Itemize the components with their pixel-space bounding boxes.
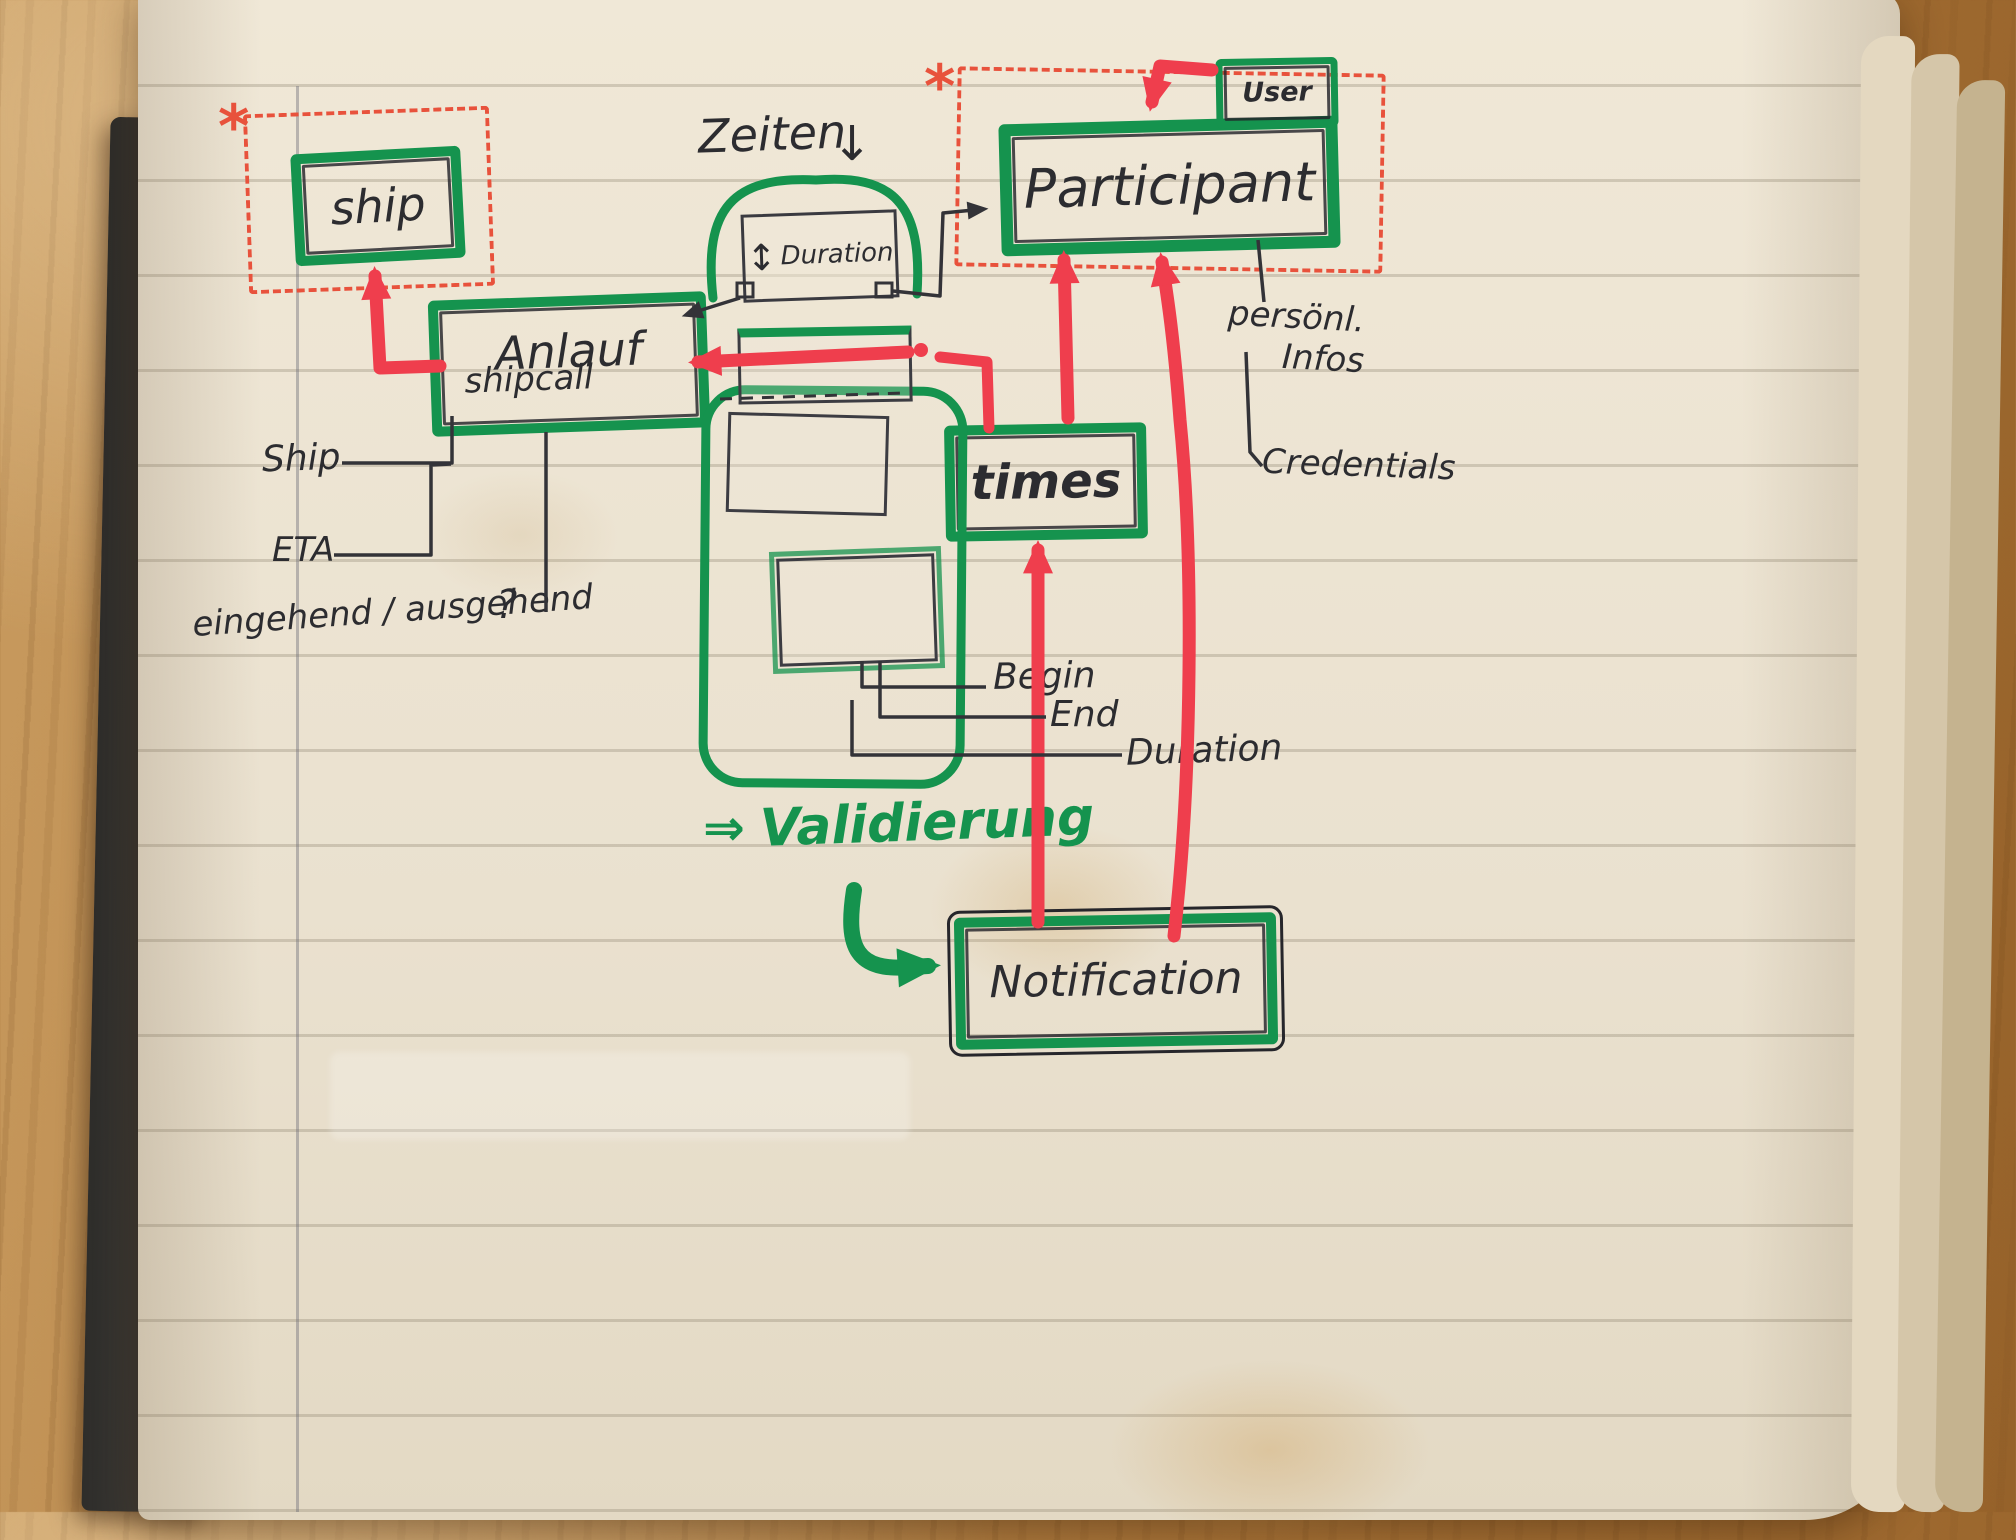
- paper-stain: [420, 470, 620, 600]
- entity-sublabel-shipcall: shipcall: [463, 357, 594, 402]
- entity-label-ship: ship: [329, 176, 427, 236]
- question-mark: ?: [496, 582, 518, 628]
- attribute-label-infos: Infos: [1281, 336, 1366, 382]
- implies-arrow-icon: ⇒: [703, 799, 745, 857]
- attribute-box-duration: ↕ Duration: [740, 209, 900, 303]
- attribute-label-duration-2: Duration: [1125, 727, 1284, 774]
- entity-label-user: User: [1241, 76, 1313, 109]
- asterisk-mark: *: [218, 92, 250, 162]
- attribute-label-end: End: [1050, 694, 1119, 735]
- entity-box-user: User: [1215, 56, 1339, 130]
- coffee-stain: [1110, 1360, 1430, 1540]
- page-margin-line: [296, 86, 299, 1512]
- updown-arrow-icon: ↕: [745, 237, 778, 280]
- entity-label-anlauf: Anlauf: [494, 321, 643, 381]
- attribute-label-begin: Begin: [992, 655, 1096, 698]
- entity-box-times: times: [944, 422, 1148, 542]
- sketch-box-1: [737, 325, 913, 405]
- entity-box-ship: ship: [290, 145, 466, 267]
- asterisk-mark: *: [924, 52, 956, 122]
- down-arrow-icon: ↓: [832, 116, 873, 172]
- attribute-label-credentials: Credentials: [1261, 441, 1457, 489]
- attribute-label-ship: Ship: [261, 436, 342, 481]
- entity-label-participant: Participant: [1022, 149, 1317, 221]
- sketch-box-2: [725, 411, 890, 517]
- erased-ghost-mark: [330, 1052, 910, 1140]
- entity-label-notification: Notification: [988, 952, 1243, 1009]
- attribute-label-duration: Duration: [780, 237, 895, 272]
- entity-box-anlauf-shipcall: Anlauf shipcall: [427, 291, 711, 437]
- attribute-label-persoenl: persönl.: [1227, 293, 1366, 341]
- entity-box-participant: Participant: [998, 115, 1341, 257]
- entity-box-notification: Notification: [946, 904, 1286, 1058]
- annotation-validierung: Validierung: [759, 787, 1096, 859]
- entity-label-times: times: [970, 452, 1122, 512]
- attribute-label-eta: ETA: [272, 530, 335, 570]
- annotation-zeiten: Zeiten: [697, 104, 847, 164]
- sketch-box-3: [769, 545, 945, 675]
